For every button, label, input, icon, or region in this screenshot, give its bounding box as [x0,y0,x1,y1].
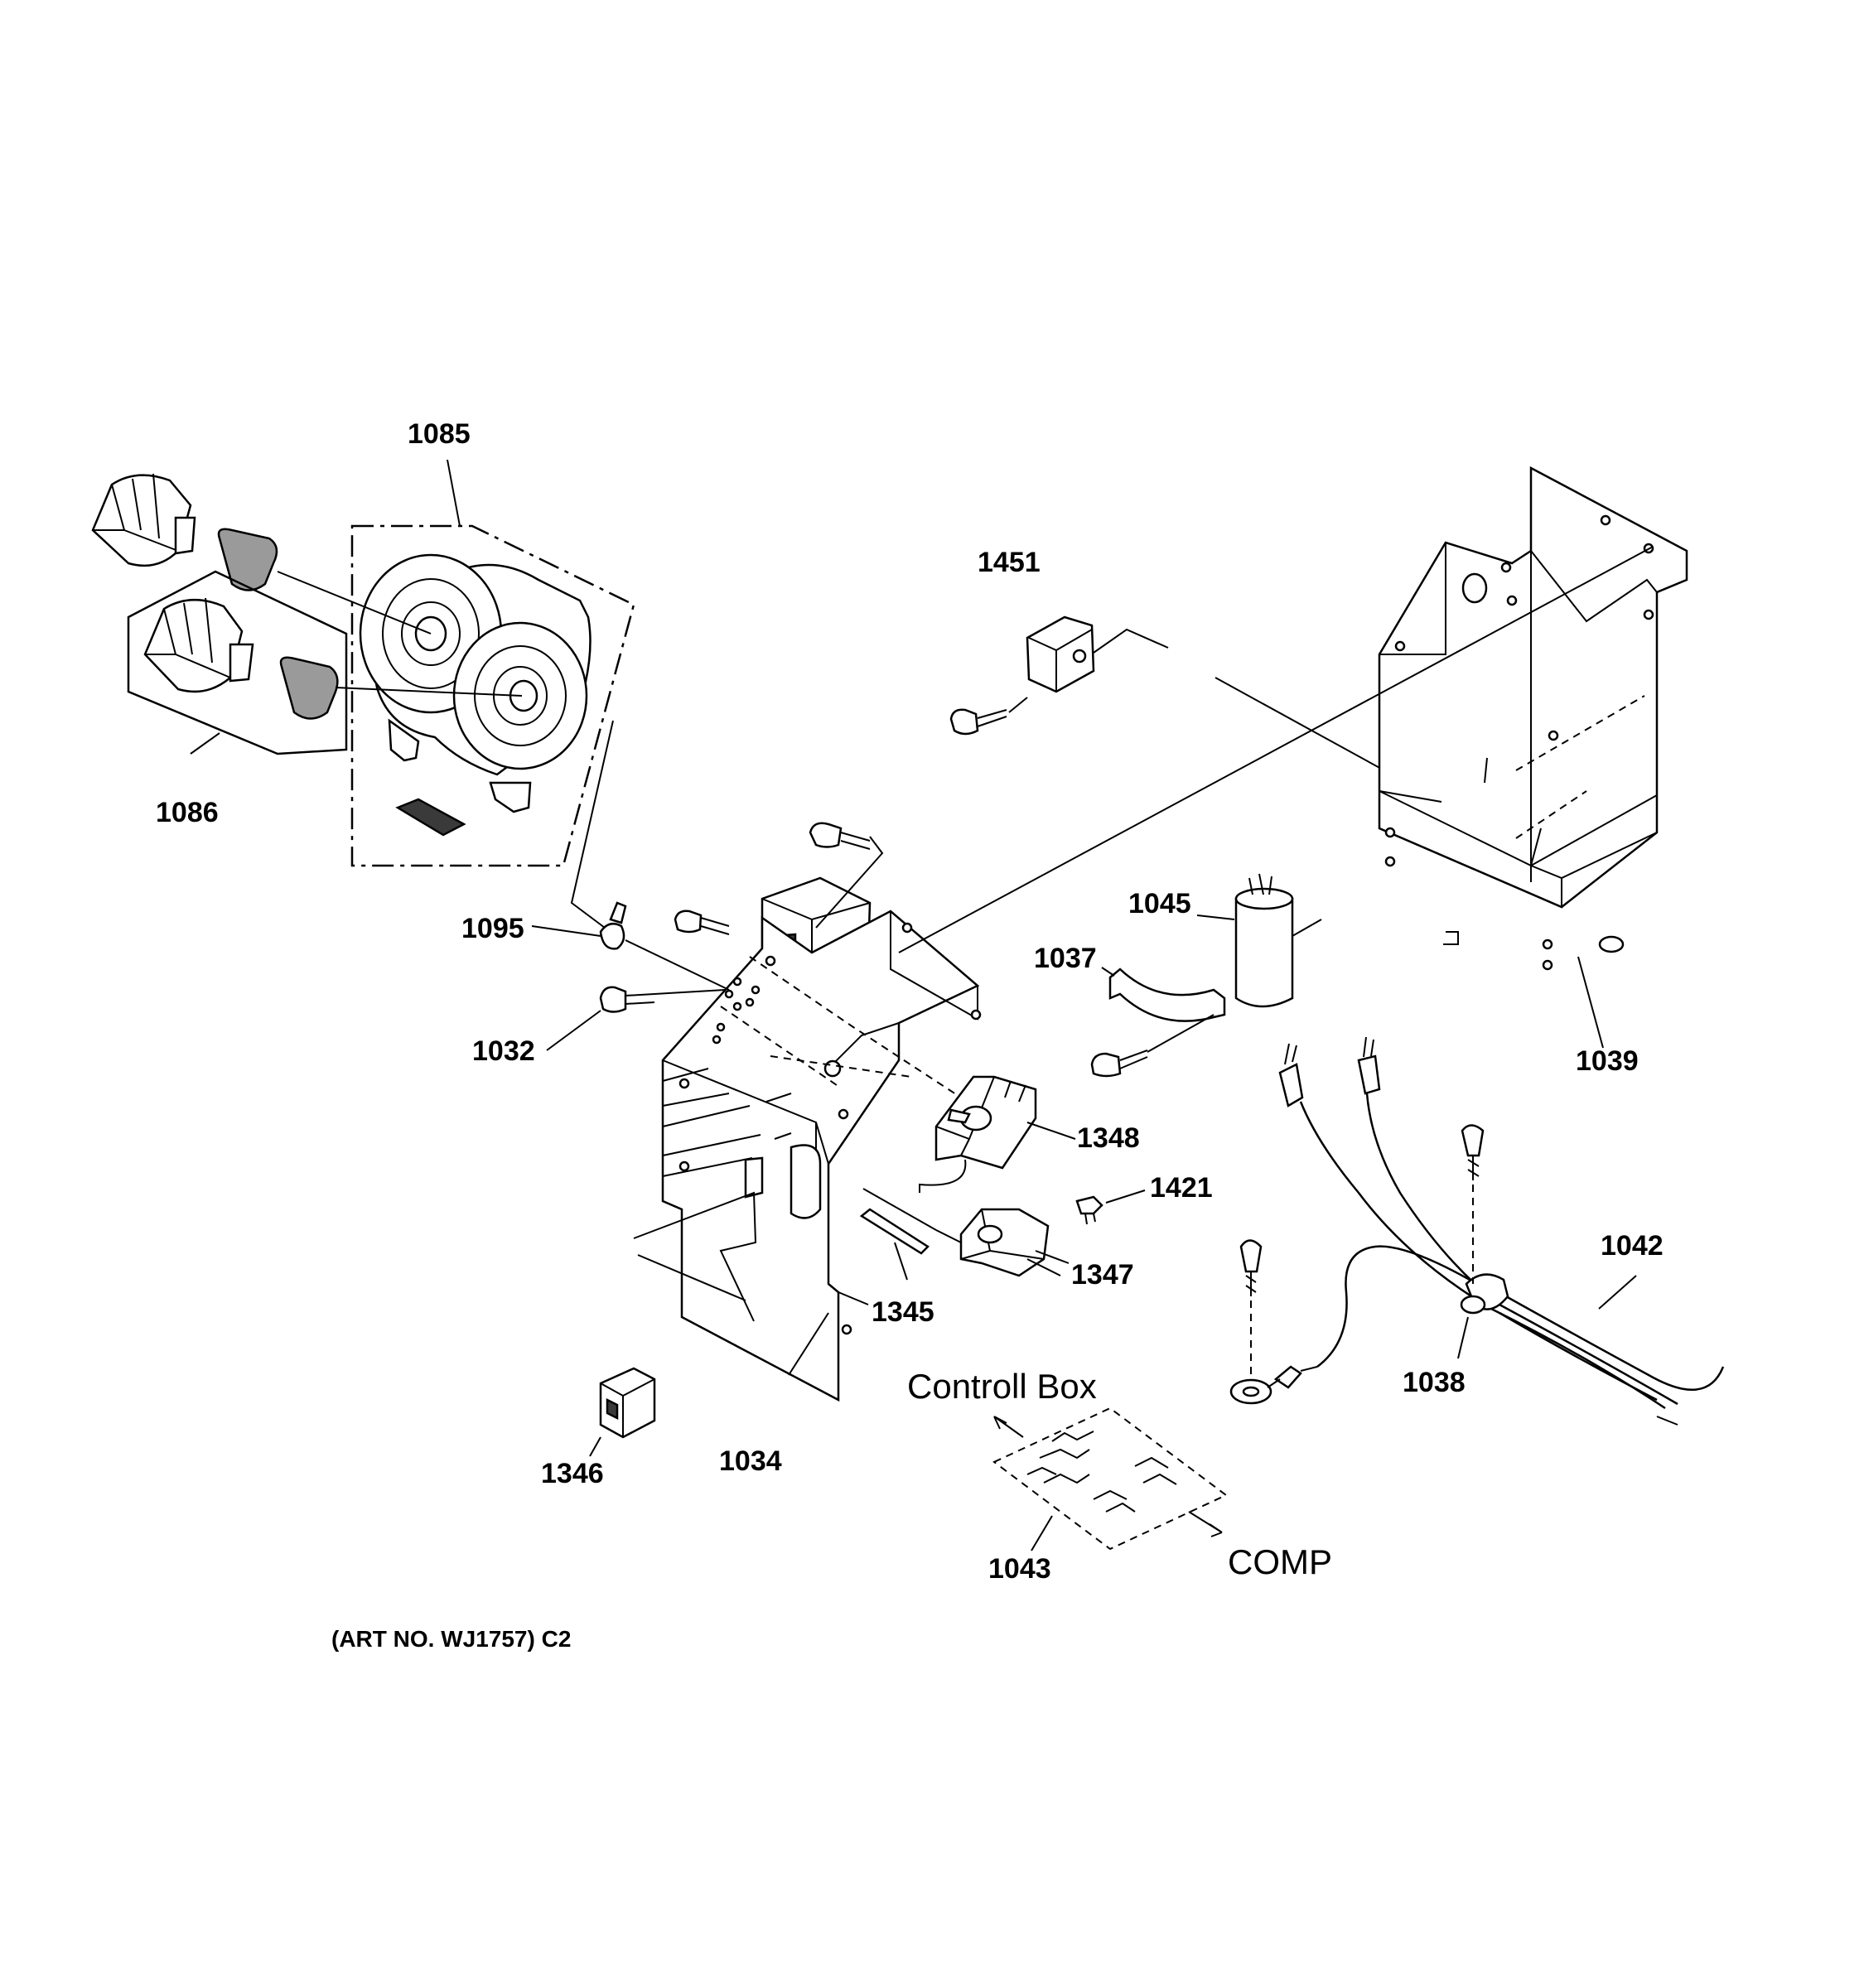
label-1037: 1037 [1034,943,1097,974]
label-1042: 1042 [1601,1230,1664,1262]
label-1086: 1086 [156,797,219,828]
screw-1032 [546,986,726,1051]
label-1085: 1085 [408,418,471,450]
control-housing [277,459,635,929]
art-number: (ART NO. WJ1757) C2 [331,1626,571,1652]
switch-1346 [589,1367,656,1457]
controll-box-annotation: Controll Box [907,1367,1097,1406]
label-1347: 1347 [1071,1259,1134,1291]
knob-assembly [91,473,348,755]
label-1038: 1038 [1403,1367,1466,1398]
clip-1421 [1075,1189,1146,1225]
label-1043: 1043 [988,1553,1051,1585]
label-1345: 1345 [872,1296,934,1328]
label-1348: 1348 [1077,1122,1140,1154]
label-1039: 1039 [1576,1045,1639,1077]
screw-1095 [531,901,730,991]
thermostat-1348 [919,1075,1076,1193]
control-panel-1034 [633,546,1654,1402]
strip-1345 [859,1208,930,1281]
label-1421: 1421 [1150,1172,1213,1204]
label-1032: 1032 [472,1035,535,1067]
label-1346: 1346 [541,1458,604,1489]
thermostat-1347 [862,1188,1070,1277]
harness-1043 [992,1407,1228,1551]
capacitor-1045 [1196,873,1294,1008]
comp-annotation: COMP [1228,1542,1332,1581]
relay-1451 [949,615,1442,803]
label-1034: 1034 [719,1445,782,1477]
label-1095: 1095 [461,913,524,944]
cabinet-1039 [1378,466,1688,1049]
wiring-1042 [1229,1036,1725,1426]
label-1451: 1451 [978,547,1041,578]
label-1045: 1045 [1128,888,1191,919]
strap-1037 [1090,919,1322,1078]
